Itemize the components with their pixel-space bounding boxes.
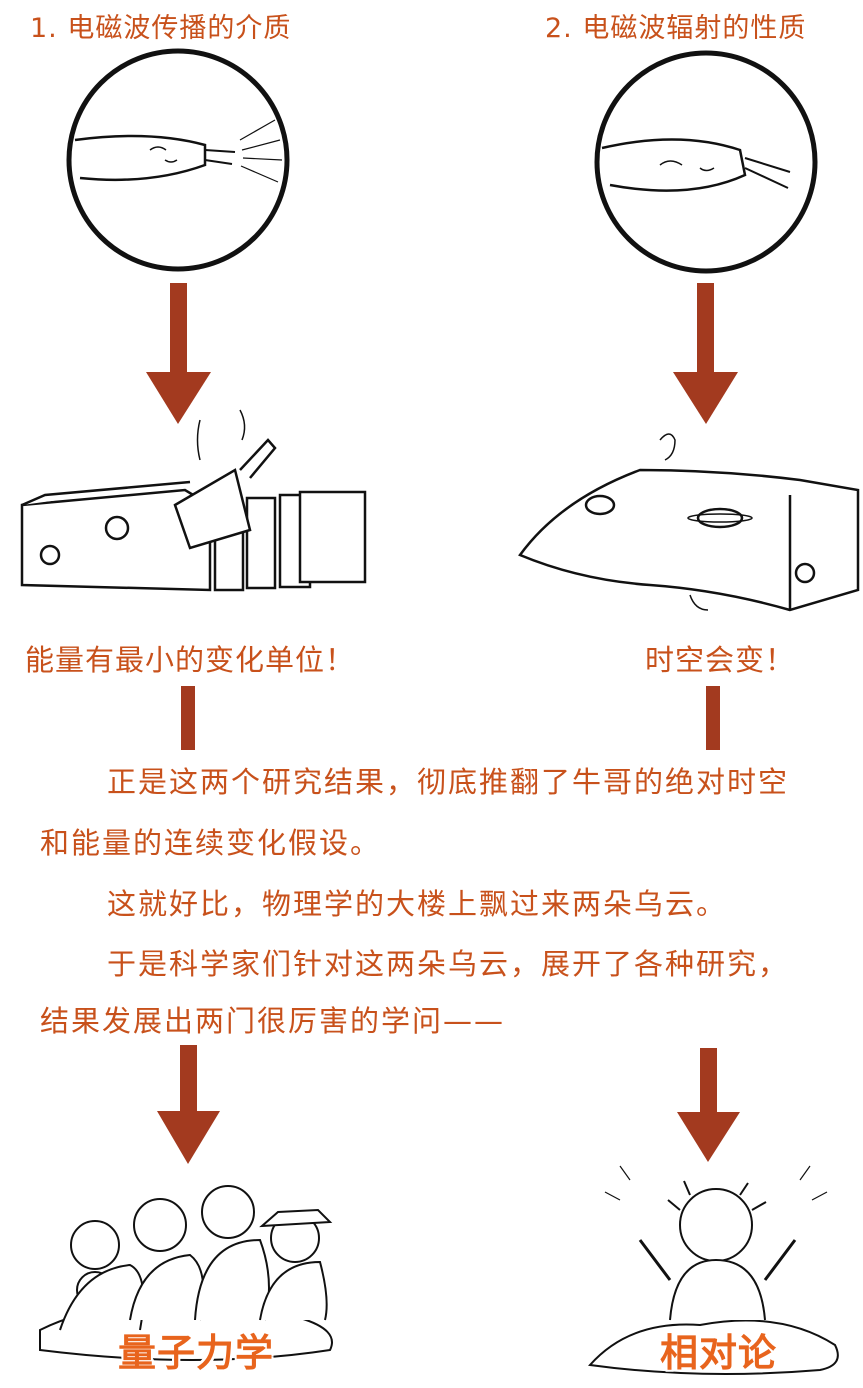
right-caption: 时空会变！ bbox=[645, 643, 796, 677]
relativity-label: 相对论 bbox=[660, 1331, 778, 1375]
twisted-block-illustration bbox=[518, 433, 860, 612]
right-heading: 2. 电磁波辐射的性质 bbox=[545, 13, 807, 44]
left-caption: 能量有最小的变化单位！ bbox=[25, 643, 356, 677]
paragraph-line-2: 和能量的连续变化假设。 bbox=[40, 826, 382, 860]
right-arrow-down-2 bbox=[677, 1048, 740, 1162]
sliced-block-illustration bbox=[20, 409, 367, 592]
left-connector-bar bbox=[181, 686, 195, 750]
paragraph-line-3: 这就好比，物理学的大楼上飘过来两朵乌云。 bbox=[107, 887, 728, 921]
paragraph-line-1: 正是这两个研究结果，彻底推翻了牛哥的绝对时空 bbox=[107, 765, 790, 799]
right-magnifier-illustration bbox=[594, 50, 818, 274]
einstein-illustration bbox=[588, 1165, 839, 1375]
left-magnifier-illustration bbox=[66, 48, 290, 272]
left-arrow-down-1 bbox=[146, 283, 211, 424]
paragraph-line-5: 结果发展出两门很厉害的学问—— bbox=[40, 1004, 506, 1038]
quantum-mechanics-label: 量子力学 bbox=[118, 1331, 275, 1375]
scientists-group-illustration bbox=[39, 1185, 333, 1361]
left-heading: 1. 电磁波传播的介质 bbox=[30, 13, 292, 44]
paragraph-line-4: 于是科学家们针对这两朵乌云，展开了各种研究， bbox=[107, 947, 790, 981]
right-arrow-down-1 bbox=[673, 283, 738, 424]
right-connector-bar bbox=[706, 686, 720, 750]
left-arrow-down-2 bbox=[157, 1045, 220, 1164]
